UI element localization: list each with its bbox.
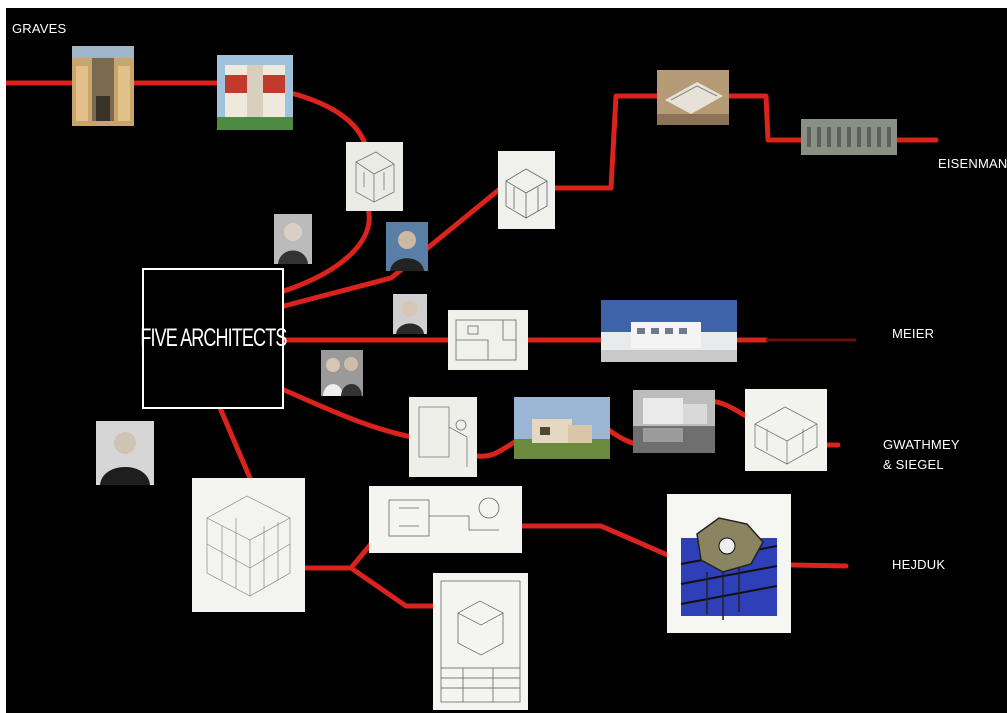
center-title: FIVE ARCHITECTS: [139, 324, 287, 352]
graves-building-photo-2: [217, 55, 293, 130]
gwathmey-building-photo-2: [633, 390, 715, 453]
gwathmey-plan-drawing: [409, 397, 477, 477]
graves-building-photo-1: [72, 46, 134, 126]
label-siegel: & SIEGEL: [883, 457, 944, 472]
hejduk-axonometric-drawing-2: [433, 573, 528, 710]
portrait-hejduk: [96, 421, 154, 485]
portrait-eisenman: [386, 222, 428, 271]
hejduk-center-link: [217, 405, 253, 481]
label-meier: MEIER: [892, 326, 935, 341]
graves-axonometric-drawing: [346, 142, 403, 211]
meier-building-photo: [601, 300, 737, 362]
portrait-gwathmey-siegel: [321, 350, 363, 396]
eisenman-aerial-photo-2: [801, 119, 897, 155]
graves-center-link: [281, 205, 372, 294]
diagram-canvas: GRAVES EISENMAN MEIER GWATHMEY & SIEGEL …: [6, 8, 1007, 713]
eisenman-aerial-photo-1: [657, 70, 729, 125]
eisenman-axonometric-drawing: [498, 151, 555, 229]
gwathmey-axonometric-drawing: [745, 389, 827, 471]
five-architects-box: FIVE ARCHITECTS: [139, 268, 287, 409]
hejduk-line: [303, 565, 439, 609]
label-eisenman: EISENMAN: [938, 156, 1007, 171]
portrait-graves: [274, 214, 312, 264]
hejduk-collage-drawing: [667, 494, 791, 633]
hejduk-plan-drawing: [369, 486, 522, 553]
label-gwathmey: GWATHMEY: [883, 437, 960, 452]
label-hejduk: HEJDUK: [892, 557, 946, 572]
meier-plan-drawing: [448, 310, 528, 370]
gwathmey-building-photo-1: [514, 397, 610, 459]
hejduk-axonometric-drawing-1: [192, 478, 305, 612]
portrait-meier: [393, 294, 427, 334]
label-graves: GRAVES: [12, 21, 67, 36]
